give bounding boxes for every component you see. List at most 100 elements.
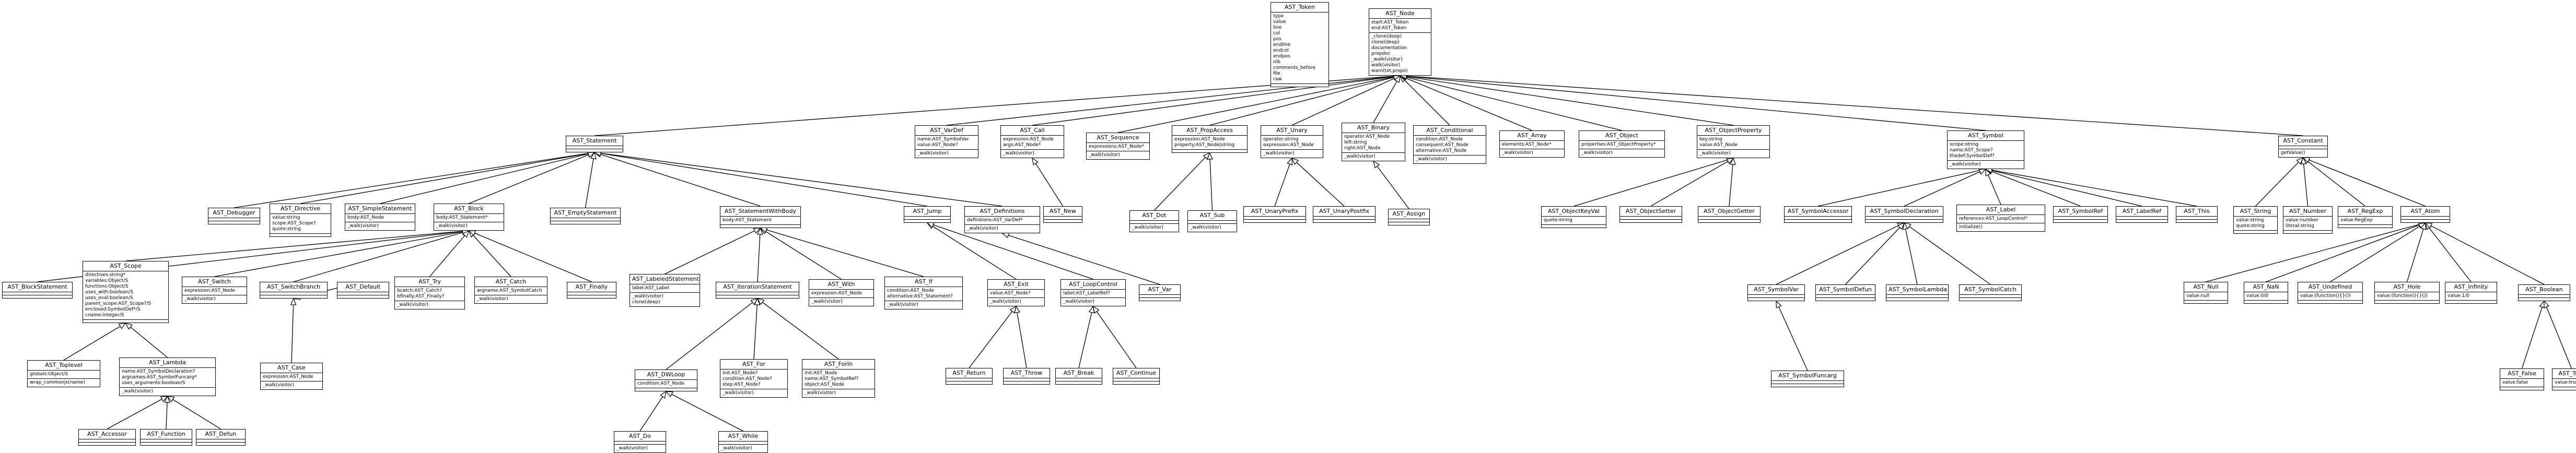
attribute: argnames:AST_SymbolFuncarg* [122, 375, 197, 380]
class-methods: _walk(visitor) [802, 389, 875, 397]
class-attributes [1056, 378, 1102, 381]
class-methods [1816, 297, 1875, 301]
class-name: AST_SymbolRef [2058, 208, 2103, 214]
class-default: AST_Default [337, 282, 389, 299]
attribute: uses_eval:boolean/S [85, 295, 133, 301]
attribute: enclosed:SymbolDef*/S [85, 307, 141, 312]
inherits-edge [600, 152, 1003, 207]
attribute: args:AST_Node* [1003, 142, 1041, 148]
class-methods [716, 295, 799, 298]
class-attributes [1130, 220, 1179, 223]
class-attributes [1313, 216, 1375, 219]
inheritance-arrowhead [125, 323, 133, 330]
inherits-edge [762, 302, 839, 360]
attribute: definitions:AST_VarDef* [967, 218, 1023, 223]
attribute: consequent:AST_Node [1416, 142, 1468, 148]
class-name: AST_True [2558, 370, 2576, 377]
inherits-edge [2429, 228, 2472, 282]
inherits-edge [63, 326, 121, 361]
attribute: alternative:AST_Statement? [887, 294, 953, 299]
class-do: AST_Do_walk(visitor) [614, 431, 666, 453]
class-methods [2184, 300, 2228, 303]
class-statement: AST_Statement [566, 136, 623, 152]
inherits-edge [766, 229, 924, 277]
class-methods: _walk(visitor) [395, 301, 464, 309]
class-attributes [3, 292, 72, 295]
class-name: AST_This [2184, 208, 2210, 214]
class-attributes [1771, 380, 1844, 384]
class-objectsetter: AST_ObjectSetter [1619, 206, 1682, 223]
class-name: AST_Node [1385, 10, 1415, 17]
inherits-edge [1373, 81, 1397, 123]
class-boolean: AST_Boolean [2518, 284, 2570, 301]
attribute: step:AST_Node? [722, 382, 761, 387]
inherits-edge [1296, 162, 1345, 207]
class-name: AST_SymbolCatch [1964, 286, 2016, 293]
attribute: object:AST_Node [805, 382, 845, 387]
inherits-edge [1845, 227, 1901, 285]
attribute: uses_with:boolean/S [85, 290, 133, 295]
class-name: AST_LabelRef [2122, 208, 2162, 214]
method: _walk(visitor) [616, 446, 648, 451]
class-emptystatement: AST_EmptyStatement [550, 208, 621, 224]
class-name: AST_Exit [1004, 281, 1029, 288]
inherits-edge [932, 225, 1017, 280]
class-assign: AST_Assign [1388, 209, 1430, 225]
inheritance-arrowhead [118, 323, 126, 329]
method: _walk(visitor) [347, 223, 379, 229]
class-methods [270, 233, 331, 236]
class-name: AST_Object [1605, 132, 1638, 139]
method: _walk(visitor) [967, 226, 998, 231]
attribute: value:false [2502, 380, 2528, 385]
class-name: AST_NaN [2253, 283, 2279, 290]
inherits-edge [1117, 76, 1394, 133]
inherits-edge [1991, 170, 2142, 207]
class-name: AST_RegExp [2347, 208, 2383, 214]
method: _walk(visitor) [1063, 299, 1094, 304]
inherits-edge [1778, 306, 1808, 371]
class-name: AST_Accessor [87, 431, 127, 437]
inherits-edge [1274, 164, 1290, 207]
inherits-edge [2307, 161, 2365, 207]
attribute: type [1273, 14, 1284, 19]
class-attributes: name:AST_SymbolDeclaration?argnames:AST_… [120, 367, 215, 387]
inherits-edge [753, 304, 757, 360]
inherits-edge [1573, 159, 1728, 207]
attribute: value:AST_Node? [990, 291, 1031, 296]
class-methods: _walk(visitor) [475, 295, 547, 303]
inherits-edge [293, 232, 463, 282]
inherits-edge [473, 235, 511, 277]
inherits-edge [1729, 164, 1733, 207]
method: _walk(visitor) [184, 296, 216, 302]
attribute: expression:AST_Node [1174, 137, 1225, 142]
attribute: raw [1273, 77, 1282, 82]
inherits-edge [107, 399, 162, 430]
class-methods: _walk(visitor) [1061, 297, 1125, 306]
class-methods [1542, 224, 1606, 228]
method: _walk(visitor) [990, 299, 1021, 304]
inherits-edge [2430, 225, 2545, 285]
class-name: AST_Null [2193, 283, 2219, 290]
class-attributes [1748, 294, 1804, 297]
inheritance-arrowhead [665, 391, 673, 398]
inherits-edge [639, 396, 663, 432]
class-name: AST_Switch [197, 278, 231, 285]
attribute: quote:string [2236, 223, 2265, 229]
class-name: AST_For [742, 361, 765, 367]
class-name: AST_Jump [913, 208, 942, 214]
class-attributes: quote:string [1542, 216, 1606, 224]
method: _walk(visitor) [721, 446, 752, 451]
class-methods [1960, 297, 2021, 301]
class-symbolvar: AST_SymbolVar [1747, 284, 1805, 301]
inherits-edge [429, 235, 465, 277]
